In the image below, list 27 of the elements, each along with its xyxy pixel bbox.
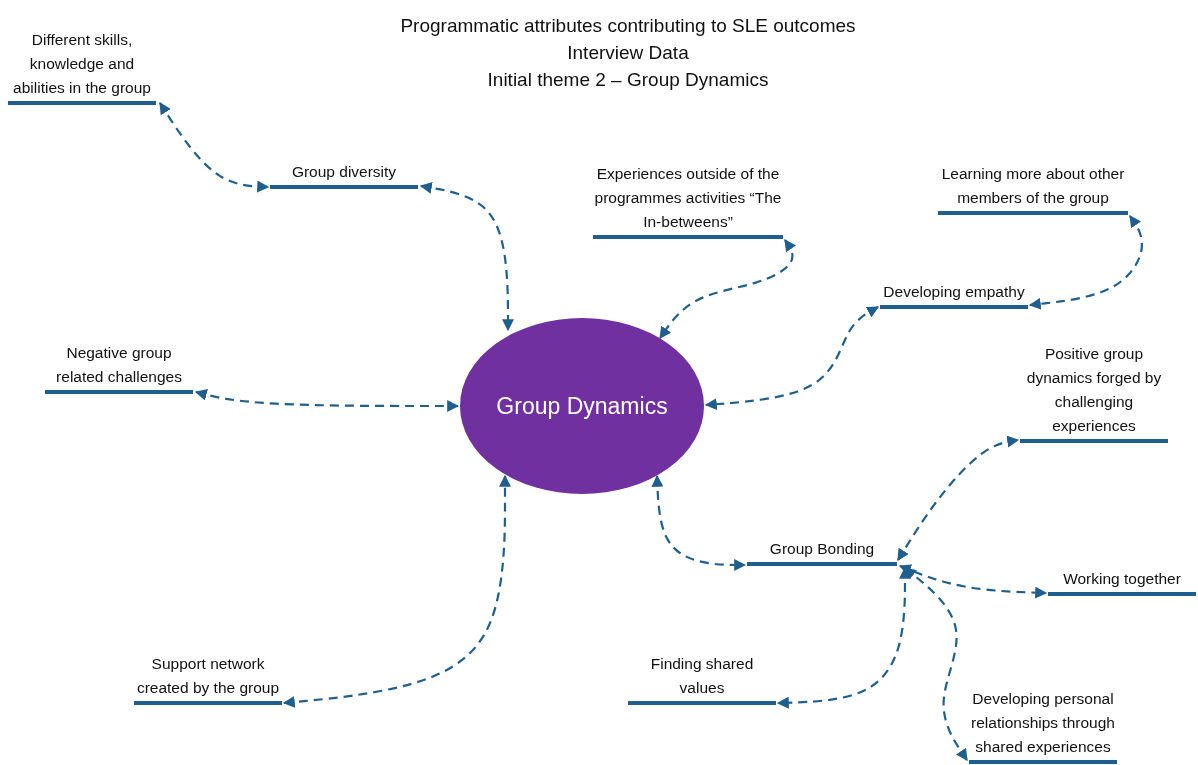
topic-label: Experiences outside of the programmes activities “The In-betweens” <box>593 162 783 239</box>
connector-arrow <box>776 566 911 709</box>
subtitle: Interview Data <box>566 41 690 65</box>
connector-arrow <box>1028 215 1143 310</box>
connector-arrow <box>419 181 514 332</box>
topic-label: Different skills, knowledge and abilities in the group <box>8 28 156 105</box>
topic-label: Positive group dynamics forged by challenging experiences <box>1020 342 1168 443</box>
connector-arrow <box>651 474 747 571</box>
connector-arrow <box>704 306 880 411</box>
topic-label: Group diversity <box>270 160 418 189</box>
topic-label: Developing personal relationships through shared experiences <box>969 687 1117 764</box>
topic-label: Negative group related challenges <box>45 341 193 394</box>
topic-label: Working together <box>1048 567 1196 596</box>
connector-arrow <box>897 435 1020 561</box>
connector-arrow <box>194 388 460 412</box>
topic-label: Learning more about other members of the group <box>938 162 1128 215</box>
topic-label: Group Bonding <box>747 537 897 566</box>
topic-ellipse: Group Dynamics <box>460 318 704 494</box>
connector-arrow <box>282 474 511 708</box>
topic-label: Developing empathy <box>880 280 1028 309</box>
topic-label: Support network created by the group <box>134 652 282 705</box>
diagram-title: Programmatic attributes contributing to SLE outcomes <box>399 14 857 38</box>
connector-arrow <box>159 102 270 193</box>
subtitle: Initial theme 2 – Group Dynamics <box>486 68 770 92</box>
connector-arrow <box>659 239 797 339</box>
connector-arrow <box>898 564 1048 599</box>
topic-label: Finding shared values <box>628 652 776 705</box>
